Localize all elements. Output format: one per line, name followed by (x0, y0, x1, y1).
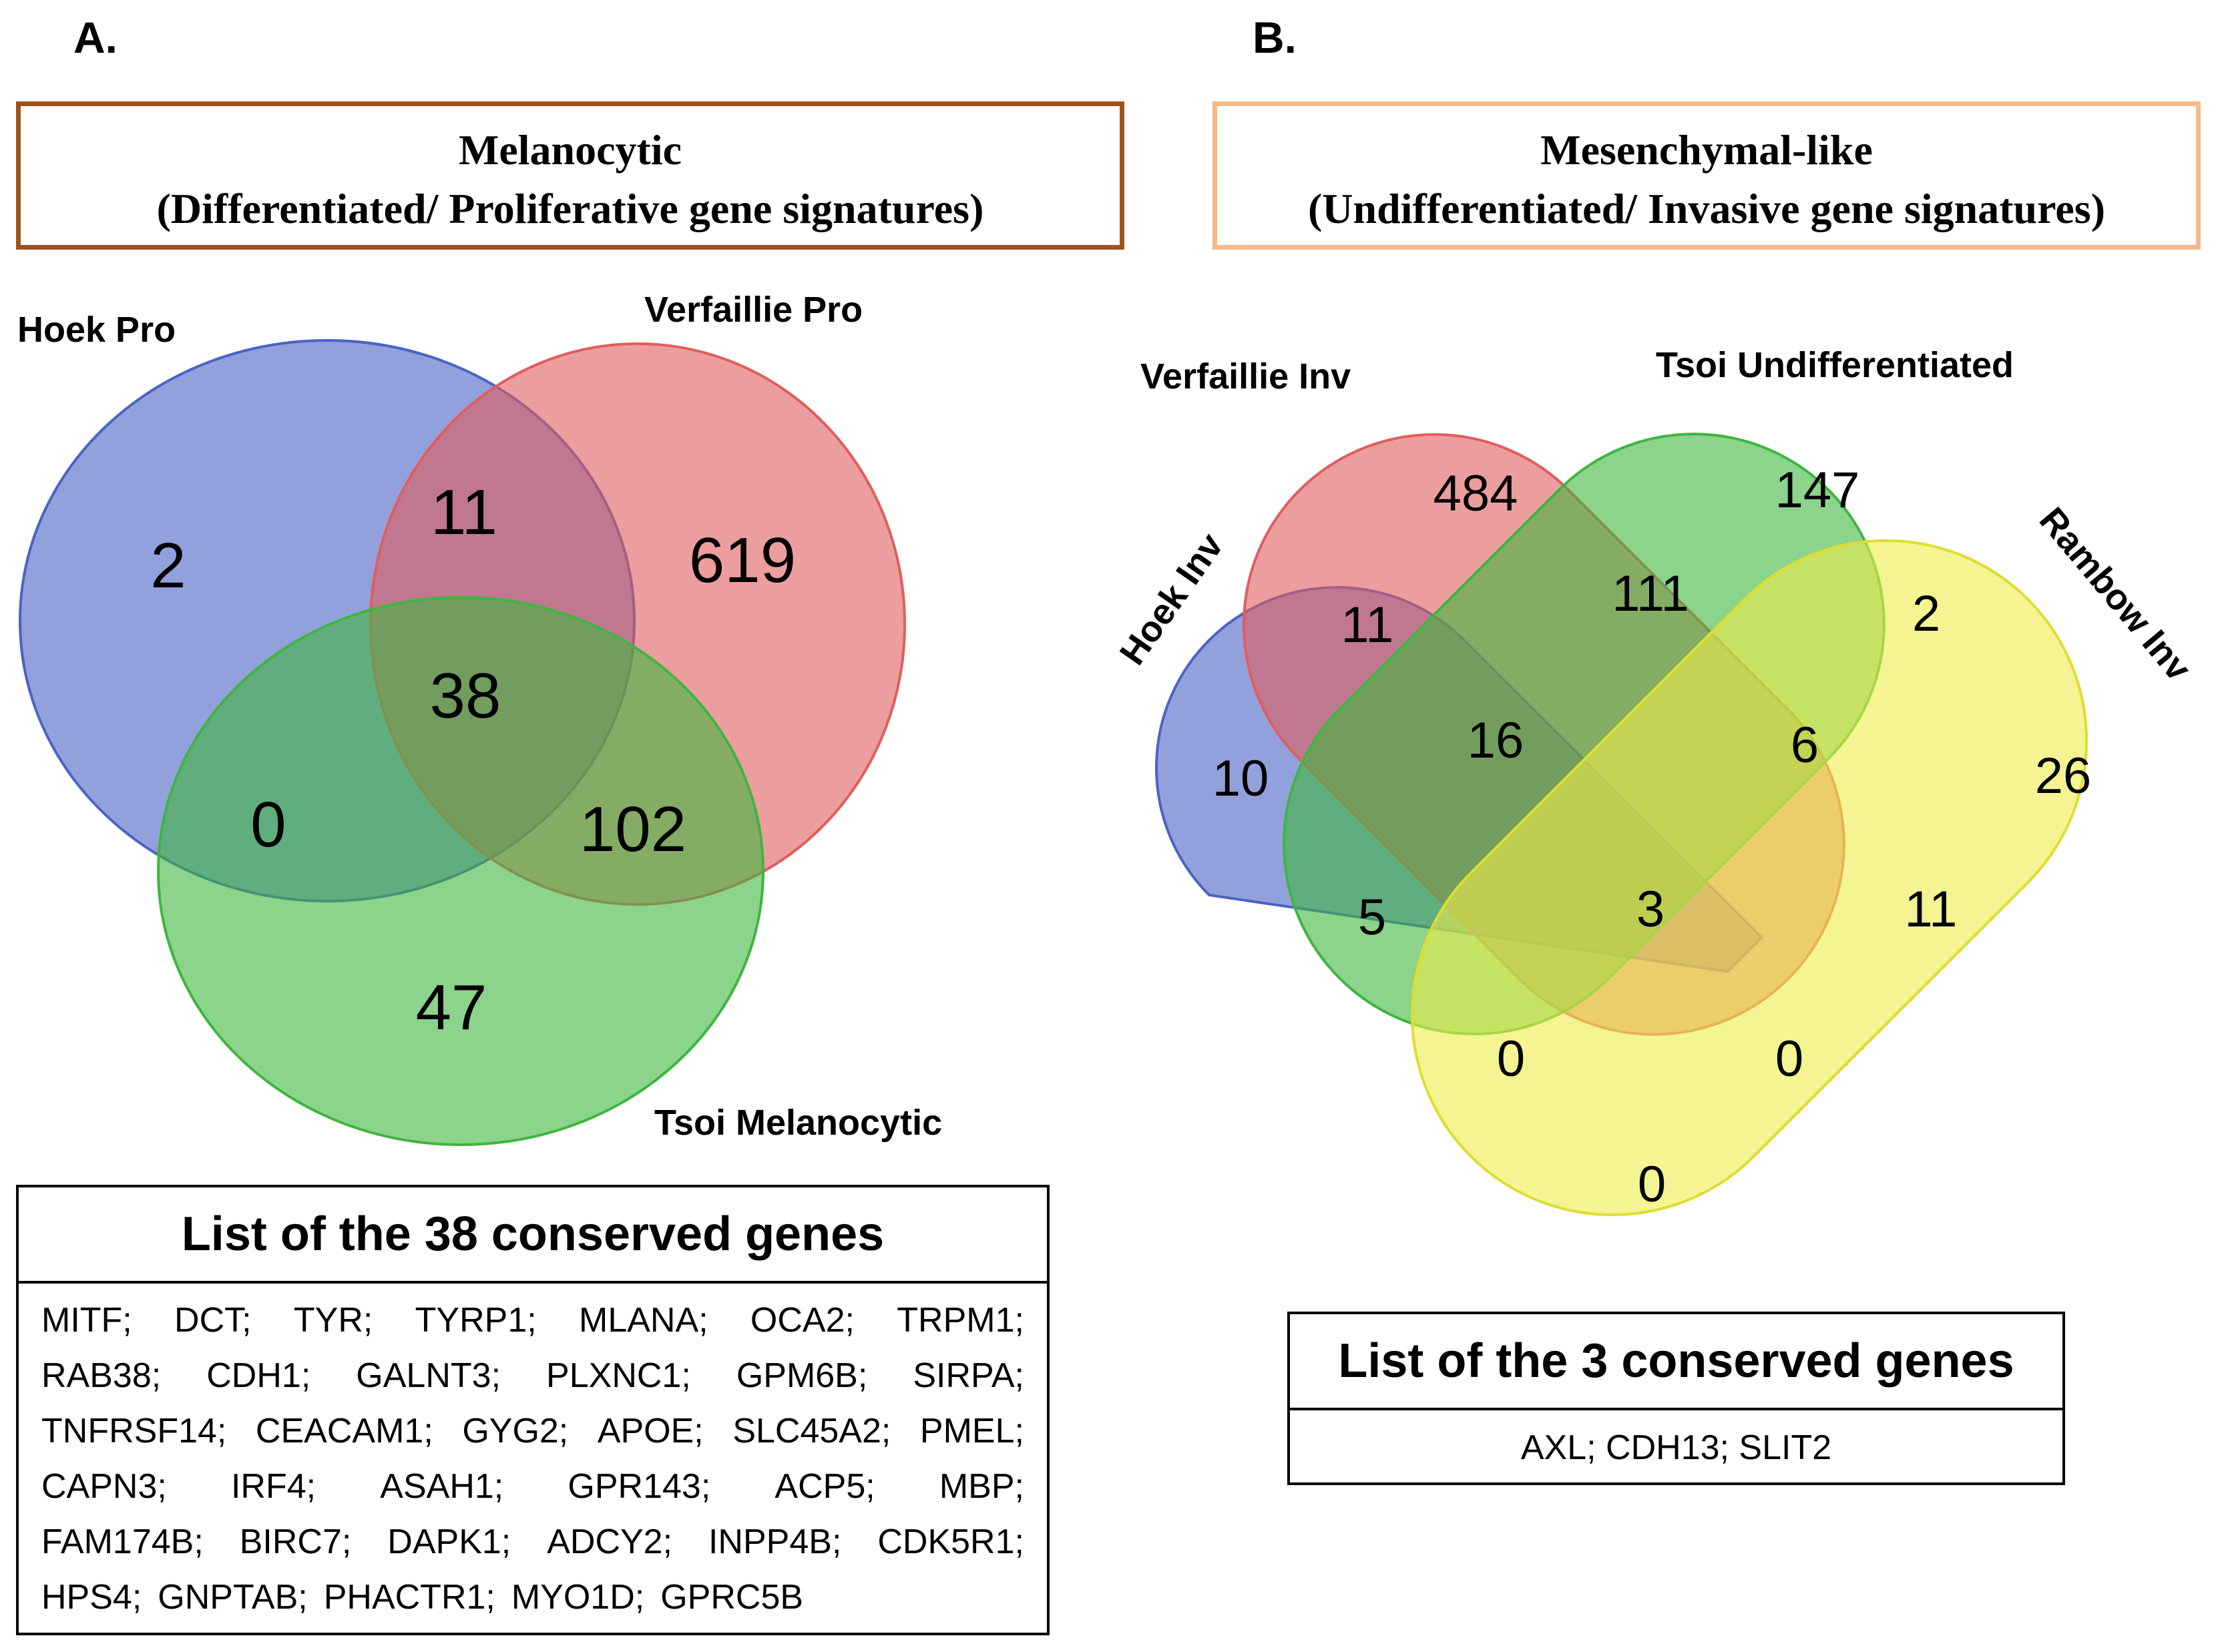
count-hoek-tsoi-rambow-b: 0 (1497, 1031, 1525, 1087)
count-hoek-tsoi: 0 (250, 789, 286, 860)
panel-a-title-line1: Melanocytic (458, 126, 682, 174)
gene-item: GYG2; (462, 1412, 569, 1450)
verfaillie-pro-label: Verfaillie Pro (644, 290, 863, 330)
venn-b: 484 147 111 11 2 10 16 6 26 5 3 11 0 0 0… (1112, 345, 2199, 1217)
gene-item: OCA2; (750, 1301, 855, 1340)
gene-item: DAPK1; (387, 1523, 511, 1561)
gene-item: MYO1D; (511, 1578, 645, 1617)
count-verfaillie-tsoi-rambow-b: 6 (1791, 717, 1819, 774)
gene-list-a-body: MITF; DCT; TYR; TYRP1; MLANA; OCA2; TRPM1; RAB3… (19, 1284, 1047, 1625)
gene-item: INPP4B; (708, 1523, 842, 1561)
count-verfaillie-rambow-b: 11 (1905, 881, 1958, 938)
gene-row: MITF; DCT; TYR; TYRP1; MLANA; OCA2; TRPM1; (41, 1293, 1024, 1348)
gene-item: TNFRSF14; (41, 1412, 227, 1450)
count-verfaillie-tsoi: 102 (580, 794, 686, 865)
count-verfaillie-only: 619 (689, 525, 796, 596)
gene-item: TYRP1; (415, 1301, 537, 1340)
gene-row: FAM174B; BIRC7; DAPK1; ADCY2; INPP4B; CDK5R1; (41, 1515, 1024, 1570)
gene-item: ADCY2; (547, 1523, 673, 1561)
gene-item: CDH1; (206, 1356, 311, 1395)
gene-item: MLANA; (579, 1301, 708, 1340)
count-hoek-only-b: 10 (1212, 750, 1269, 807)
hoek-pro-label: Hoek Pro (17, 310, 176, 350)
gene-item: SIRPA; (913, 1356, 1024, 1395)
gene-item: ASAH1; (380, 1467, 504, 1506)
gene-item: PLXNC1; (546, 1356, 691, 1395)
count-hoek-verfaillie-tsoi-b: 16 (1468, 712, 1524, 769)
gene-item: MITF; (41, 1301, 132, 1340)
verfaillie-inv-label: Verfaillie Inv (1140, 356, 1351, 396)
panel-a-title-box: Melanocytic (Differentiated/ Proliferati… (16, 101, 1124, 250)
panel-b-title-line1: Mesenchymal-like (1540, 126, 1873, 174)
panel-a-letter: A. (73, 13, 118, 62)
gene-row: HPS4; GNPTAB; PHACTR1; MYO1D; GPRC5B (41, 1570, 1024, 1625)
count-hoek-verfaillie-rambow-b: 0 (1775, 1031, 1803, 1087)
gene-item: APOE; (597, 1412, 704, 1450)
gene-item: ACP5; (774, 1467, 875, 1506)
count-hoek-tsoi-b: 5 (1358, 889, 1386, 946)
gene-list-a-heading: List of the 38 conserved genes (19, 1187, 1047, 1284)
count-all-three: 38 (430, 660, 501, 732)
gene-item: GALNT3; (356, 1356, 501, 1395)
gene-item: GNPTAB; (158, 1578, 308, 1617)
gene-item: RAB38; (41, 1356, 162, 1395)
count-verfaillie-only-b: 484 (1433, 465, 1518, 522)
gene-item: DCT; (174, 1301, 252, 1340)
gene-item: FAM174B; (41, 1523, 204, 1561)
gene-item: TRPM1; (897, 1301, 1024, 1340)
rambow-inv-set (1410, 539, 2088, 1217)
count-all-four-b: 3 (1636, 881, 1664, 938)
tsoi-melanocytic-set (157, 596, 764, 1146)
tsoi-undifferentiated-label: Tsoi Undifferentiated (1656, 345, 2014, 385)
gene-list-b: List of the 3 conserved genes AXL; CDH13… (1287, 1312, 2065, 1485)
count-tsoi-only: 47 (416, 972, 487, 1043)
gene-row: TNFRSF14; CEACAM1; GYG2; APOE; SLC45A2; PMEL; (41, 1404, 1024, 1459)
gene-list-b-heading: List of the 3 conserved genes (1290, 1314, 2062, 1410)
count-hoek-only: 2 (150, 530, 186, 601)
gene-list-a: List of the 38 conserved genes MITF; DCT;… (16, 1185, 1050, 1635)
count-hoek-verfaillie: 11 (431, 477, 497, 548)
count-tsoi-only-b: 147 (1775, 462, 1860, 519)
count-hoek-rambow-b: 0 (1638, 1156, 1666, 1213)
gene-item: CEACAM1; (255, 1412, 433, 1450)
panel-b-title-box: Mesenchymal-like (Undifferentiated/ Inva… (1212, 101, 2201, 250)
gene-item: IRF4; (230, 1467, 316, 1506)
gene-item: PHACTR1; (323, 1578, 495, 1617)
gene-item: GPM6B; (736, 1356, 868, 1395)
gene-item: GPRC5B (660, 1578, 804, 1617)
gene-item: HPS4; (41, 1578, 142, 1617)
count-rambow-only-b: 26 (2035, 748, 2092, 804)
count-tsoi-rambow-b: 2 (1912, 585, 1940, 642)
panel-b-title-line2: (Undifferentiated/ Invasive gene signatu… (1307, 185, 2106, 232)
panel-a-title-line2: (Differentiated/ Proliferative gene sign… (156, 185, 984, 232)
gene-item: GPR143; (568, 1467, 711, 1506)
gene-list-b-genes: AXL; CDH13; SLIT2 (1520, 1428, 1832, 1467)
gene-item: BIRC7; (239, 1523, 352, 1561)
gene-item: TYR; (293, 1301, 373, 1340)
gene-item: CAPN3; (41, 1467, 167, 1506)
gene-item: CDK5R1; (877, 1523, 1024, 1561)
gene-row: CAPN3; IRF4; ASAH1; GPR143; ACP5; MBP; (41, 1459, 1024, 1515)
count-hoek-verfaillie-b: 11 (1341, 597, 1394, 653)
gene-item: MBP; (939, 1467, 1024, 1506)
count-verfaillie-tsoi-b: 111 (1612, 565, 1689, 622)
gene-row: RAB38; CDH1; GALNT3; PLXNC1; GPM6B; SIRPA; (41, 1348, 1024, 1404)
venn-a: 2 11 619 38 0 102 47 Hoek Pro Verfaillie… (17, 290, 942, 1146)
tsoi-melanocytic-label: Tsoi Melanocytic (654, 1103, 942, 1143)
gene-item: SLC45A2; (732, 1412, 891, 1450)
gene-item: PMEL; (919, 1412, 1024, 1450)
panel-b-letter: B. (1253, 13, 1297, 62)
